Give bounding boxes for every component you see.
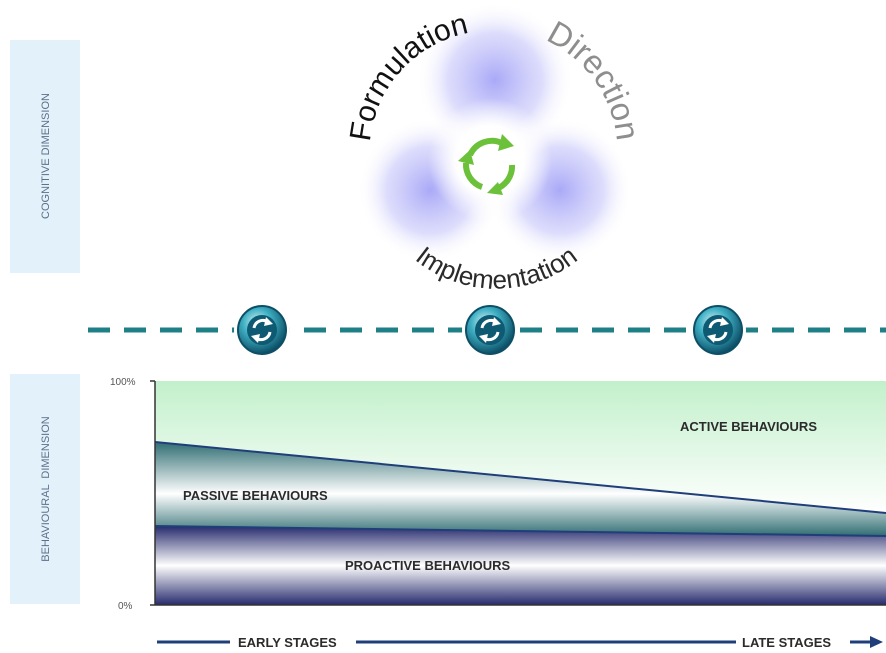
proactive-behaviours-band <box>155 526 886 605</box>
behavioural-dimension-panel: BEHAVIOURAL DIMENSION <box>10 374 80 604</box>
cognitive-dimension-label: COGNITIVE DIMENSION <box>40 93 52 219</box>
timeline-arrow-icon <box>870 636 883 648</box>
refresh-icon <box>462 302 518 358</box>
behavioural-dimension-label: BEHAVIOURAL DIMENSION <box>40 416 52 562</box>
stage-timeline: EARLY STAGES LATE STAGES <box>157 635 883 650</box>
late-stages-label: LATE STAGES <box>742 635 831 650</box>
cycle-center <box>428 98 552 222</box>
cognitive-dimension-panel: COGNITIVE DIMENSION <box>10 40 80 273</box>
passive-boundary-line <box>154 441 886 514</box>
dimension-divider <box>88 302 886 358</box>
y-axis-top-label: 100% <box>110 377 136 388</box>
strategy-cycle: Formulation Direction Implementation <box>344 2 647 295</box>
behaviour-chart: 100% 0% ACTIVE BEHAVIOURS PASSIVE BEHAVI… <box>110 377 886 612</box>
proactive-boundary-line <box>154 525 886 537</box>
passive-behaviours-label: PASSIVE BEHAVIOURS <box>183 488 328 503</box>
implementation-label: Implementation <box>411 240 583 295</box>
early-stages-label: EARLY STAGES <box>238 635 337 650</box>
refresh-icon <box>690 302 746 358</box>
proactive-behaviours-label: PROACTIVE BEHAVIOURS <box>345 558 510 573</box>
refresh-icon <box>234 302 290 358</box>
cycle-arrows-icon <box>458 134 516 195</box>
active-behaviours-band <box>155 381 886 513</box>
y-axis-bottom-label: 0% <box>118 601 133 612</box>
active-behaviours-label: ACTIVE BEHAVIOURS <box>680 419 817 434</box>
passive-behaviours-band <box>155 442 886 536</box>
